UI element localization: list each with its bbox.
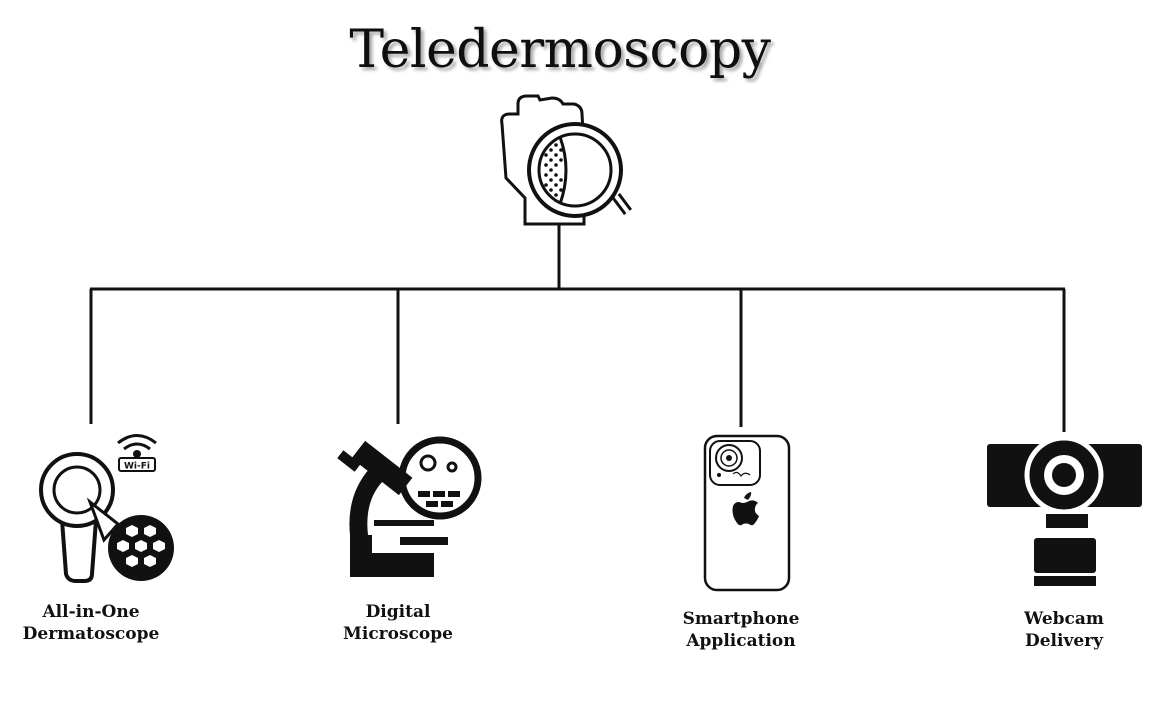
branch-label-all-in-one-dermatoscope: All-in-One Dermatoscope bbox=[0, 601, 201, 645]
wifi-badge-label: Wi-Fi bbox=[124, 462, 150, 472]
smartphone-icon bbox=[703, 434, 791, 592]
hand-magnifier-icon bbox=[500, 94, 632, 226]
branch-label-line: Digital bbox=[365, 602, 431, 622]
webcam-icon bbox=[987, 435, 1142, 586]
branch-label-line: Microscope bbox=[343, 624, 453, 644]
branch-label-line: Application bbox=[686, 631, 796, 651]
apple-logo-icon bbox=[732, 492, 759, 526]
wifi-icon bbox=[117, 434, 157, 472]
page-title: Teledermoscopy bbox=[349, 20, 771, 80]
branch-label-line: Delivery bbox=[1024, 631, 1103, 651]
branch-label-line: Webcam bbox=[1024, 609, 1104, 629]
microscope-icon bbox=[337, 436, 482, 577]
branch-label-webcam-delivery: Webcam Delivery bbox=[954, 608, 1157, 652]
branch-label-smartphone-application: Smartphone Application bbox=[631, 608, 851, 652]
wifi-dermatoscope-icon: Wi-Fi bbox=[39, 434, 174, 583]
branch-label-digital-microscope: Digital Microscope bbox=[288, 601, 508, 645]
branch-label-line: Smartphone bbox=[682, 609, 800, 629]
branch-label-line: Dermatoscope bbox=[22, 624, 160, 644]
branch-label-line: All-in-One bbox=[42, 602, 140, 622]
connector-lines bbox=[89, 222, 1066, 432]
